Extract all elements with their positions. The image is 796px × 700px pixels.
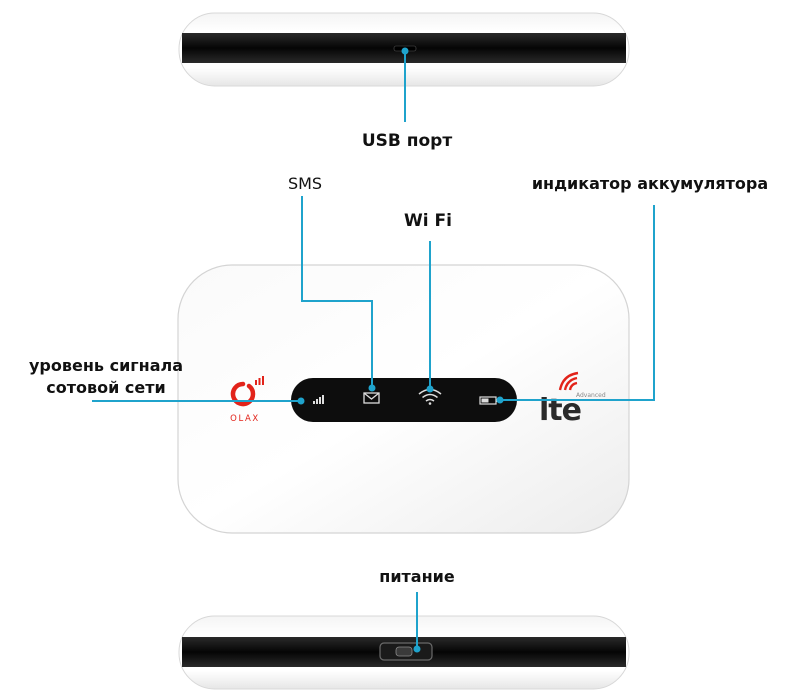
olax-logo: OLAX (230, 376, 264, 424)
power-label: питание (379, 567, 455, 586)
sms-label: SMS (288, 174, 322, 193)
signal-leader (92, 397, 305, 405)
lte-logo: lte Advanced (539, 371, 606, 428)
battery-leader (496, 205, 655, 404)
usb-port-label: USB порт (362, 131, 453, 151)
wifi-leader (426, 241, 434, 393)
indicator-panel (291, 378, 517, 422)
wifi-label: Wi Fi (404, 211, 452, 231)
signal-level-label-line2: сотовой сети (46, 378, 165, 397)
power-switch (379, 642, 433, 661)
sms-leader (301, 196, 376, 392)
olax-brand-text: OLAX (230, 414, 260, 424)
bottom-side-view (178, 615, 630, 690)
signal-bars-icon (313, 395, 324, 404)
usb-port-leader (401, 47, 409, 122)
battery-indicator-label: индикатор аккумулятора (532, 174, 768, 193)
envelope-icon (363, 392, 380, 404)
signal-level-label-line1: уровень сигнала (29, 356, 183, 375)
power-leader (413, 592, 421, 653)
lte-sub-text: Advanced (576, 392, 606, 399)
lte-logo-text: lte (539, 393, 581, 428)
